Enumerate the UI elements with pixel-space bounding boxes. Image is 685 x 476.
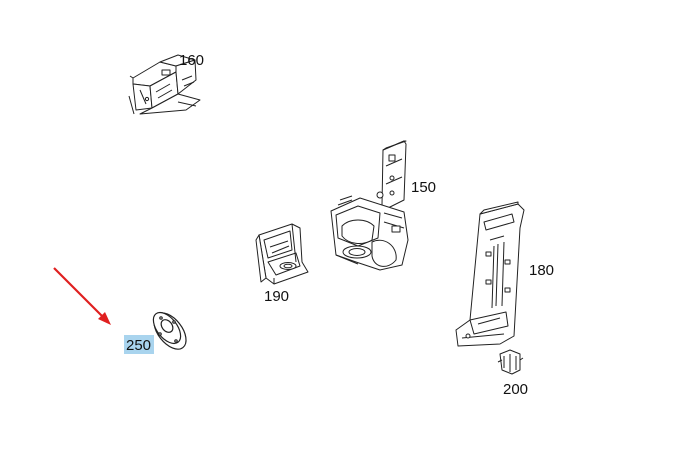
part-160-drawing[interactable] [129,55,200,114]
pointer-arrow [53,267,111,325]
part-200-drawing[interactable] [498,350,523,374]
part-label-160[interactable]: 160 [179,52,204,69]
part-180-drawing[interactable] [456,202,524,346]
part-190-drawing[interactable] [256,224,308,284]
part-label-250-highlight [124,335,154,354]
part-250-drawing[interactable] [148,307,193,355]
part-label-250[interactable]: 250 [126,337,151,354]
part-label-150[interactable]: 150 [411,179,436,196]
part-label-190[interactable]: 190 [264,288,289,305]
part-label-180[interactable]: 180 [529,262,554,279]
part-label-200[interactable]: 200 [503,381,528,398]
part-150-drawing[interactable] [331,141,408,270]
